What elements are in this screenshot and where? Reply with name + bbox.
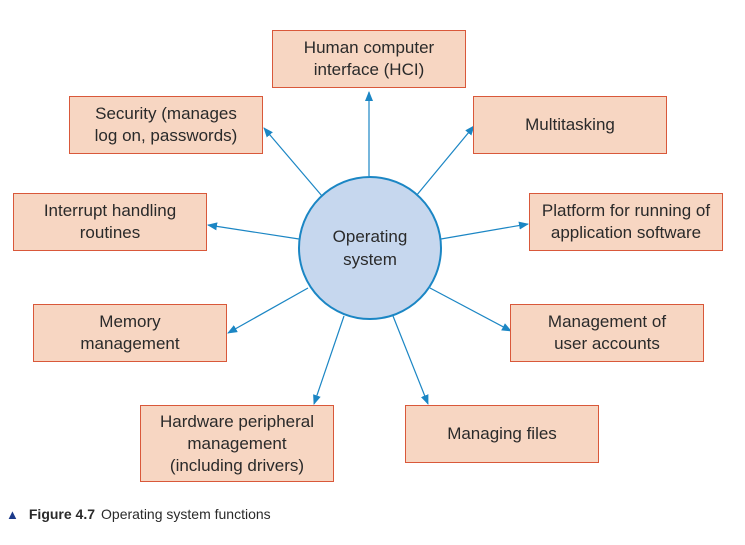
function-box-memory: Memory management — [33, 304, 227, 362]
function-box-hci: Human computer interface (HCI) — [272, 30, 466, 88]
figure-caption: ▲ Figure 4.7 Operating system functions — [6, 506, 271, 522]
operating-system-hub: Operating system — [298, 176, 442, 320]
caption-text: Operating system functions — [101, 506, 271, 522]
arrow-security — [263, 127, 323, 197]
caption-label: Figure 4.7 — [28, 506, 96, 522]
arrow-platform — [440, 221, 529, 240]
arrow-memory — [227, 287, 309, 334]
arrow-interrupt — [207, 222, 300, 240]
arrow-files — [392, 315, 429, 405]
function-box-hardware: Hardware peripheral management (includin… — [140, 405, 334, 482]
function-box-platform: Platform for running of application soft… — [529, 193, 723, 251]
caption-triangle-icon: ▲ — [6, 506, 19, 522]
arrow-hardware — [313, 315, 345, 405]
function-box-files: Managing files — [405, 405, 599, 463]
function-box-security: Security (manages log on, passwords) — [69, 96, 263, 154]
function-box-accounts: Management of user accounts — [510, 304, 704, 362]
function-box-interrupt: Interrupt handling routines — [13, 193, 207, 251]
arrow-multitasking — [415, 125, 475, 197]
function-box-multitasking: Multitasking — [473, 96, 667, 154]
arrow-accounts — [429, 287, 512, 332]
